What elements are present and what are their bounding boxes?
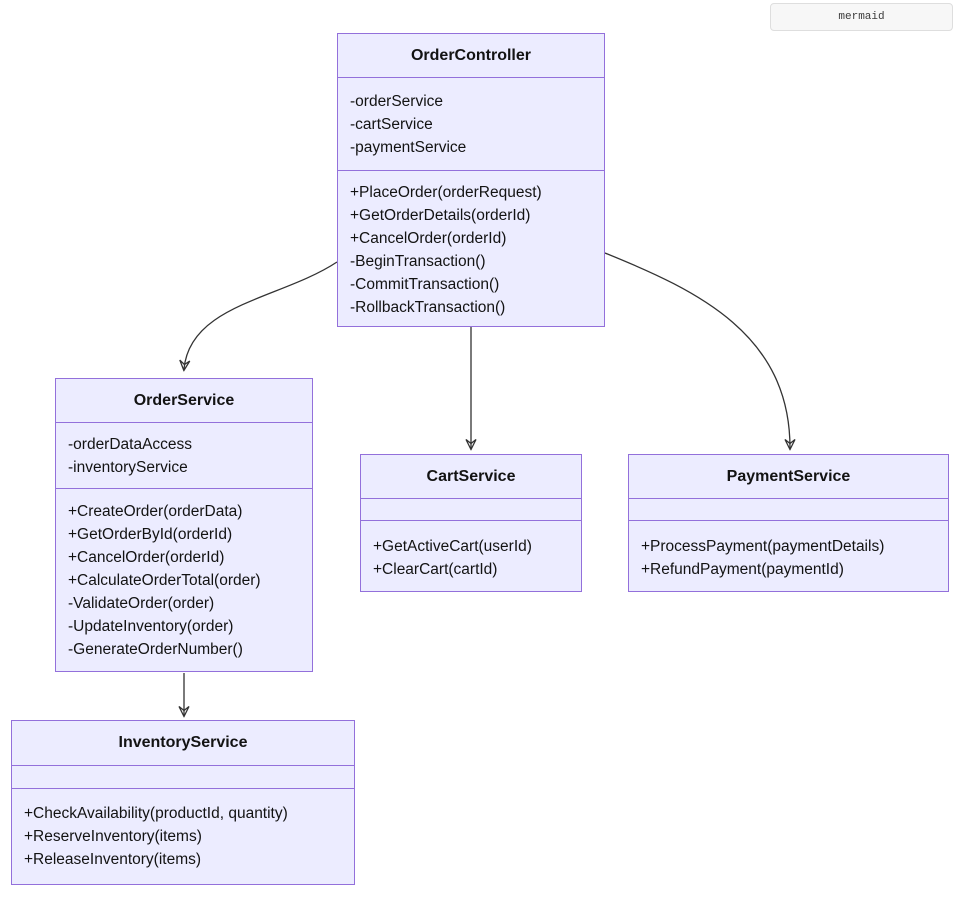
class-member: +GetActiveCart(userId)	[373, 538, 532, 555]
class-title: CartService	[426, 467, 516, 485]
class-attributes-section	[361, 498, 581, 520]
class-member: +GetOrderDetails(orderId)	[350, 206, 531, 224]
class-member: -UpdateInventory(order)	[68, 618, 234, 635]
class-methods-section: +PlaceOrder(orderRequest) +GetOrderDetail…	[338, 169, 604, 326]
class-member: +ClearCart(cartId)	[373, 561, 498, 578]
class-member: -orderService	[350, 93, 444, 110]
class-member: +ReserveInventory(items)	[24, 828, 202, 845]
class-member: -orderDataAccess	[68, 436, 193, 453]
mermaid-badge-label: mermaid	[838, 11, 885, 23]
class-member: +CreateOrder(orderData)	[68, 503, 243, 520]
class-member: -inventoryService	[68, 459, 188, 476]
class-member: -ValidateOrder(order)	[68, 595, 215, 612]
class-box-orderservice: OrderService -orderDataAccess -inventoryS…	[55, 378, 313, 672]
class-title: PaymentService	[726, 467, 851, 485]
class-attributes-section: -orderService -cartService -paymentService	[338, 77, 604, 170]
class-attributes-section: -orderDataAccess -inventoryService	[56, 422, 312, 488]
class-title: OrderController	[410, 46, 531, 64]
class-attributes-section	[12, 765, 354, 788]
class-member: -BeginTransaction()	[350, 252, 486, 270]
class-attributes-section	[629, 498, 948, 520]
class-member: -cartService	[350, 116, 433, 133]
class-member: +ReleaseInventory(items)	[24, 851, 202, 868]
edge-ordercontroller-to-paymentservice	[604, 252, 790, 448]
class-methods-section: +ProcessPayment(paymentDetails) +RefundPa…	[629, 520, 948, 591]
class-box-inventoryservice: InventoryService +CheckAvailability(prod…	[11, 720, 355, 885]
mermaid-badge: mermaid	[770, 3, 953, 31]
class-box-paymentservice: PaymentService +ProcessPayment(paymentDe…	[628, 454, 949, 592]
class-member: -paymentService	[350, 139, 467, 156]
class-methods-section: +GetActiveCart(userId) +ClearCart(cartId)	[361, 520, 581, 591]
class-member: +CalculateOrderTotal(order)	[68, 572, 261, 589]
class-member: -RollbackTransaction()	[350, 298, 506, 316]
class-methods-section: +CreateOrder(orderData) +GetOrderById(ord…	[56, 488, 312, 671]
class-member: +CancelOrder(orderId)	[350, 229, 507, 247]
class-member: -GenerateOrderNumber()	[68, 641, 243, 658]
class-member: +RefundPayment(paymentId)	[641, 561, 844, 578]
class-methods-section: +CheckAvailability(productId, quantity) +…	[12, 788, 354, 884]
class-member: +CheckAvailability(productId, quantity)	[24, 805, 288, 822]
class-member: -CommitTransaction()	[350, 275, 500, 293]
edge-ordercontroller-to-orderservice	[184, 261, 338, 369]
class-box-ordercontroller: OrderController -orderService -cartServic…	[337, 33, 605, 327]
class-title: InventoryService	[118, 734, 248, 751]
class-member: +ProcessPayment(paymentDetails)	[641, 538, 885, 555]
class-box-cartservice: CartService +GetActiveCart(userId) +Clear…	[360, 454, 582, 592]
class-member: +GetOrderById(orderId)	[68, 526, 233, 543]
class-member: +CancelOrder(orderId)	[68, 549, 225, 566]
class-title: OrderService	[133, 391, 235, 409]
class-member: +PlaceOrder(orderRequest)	[350, 183, 542, 201]
